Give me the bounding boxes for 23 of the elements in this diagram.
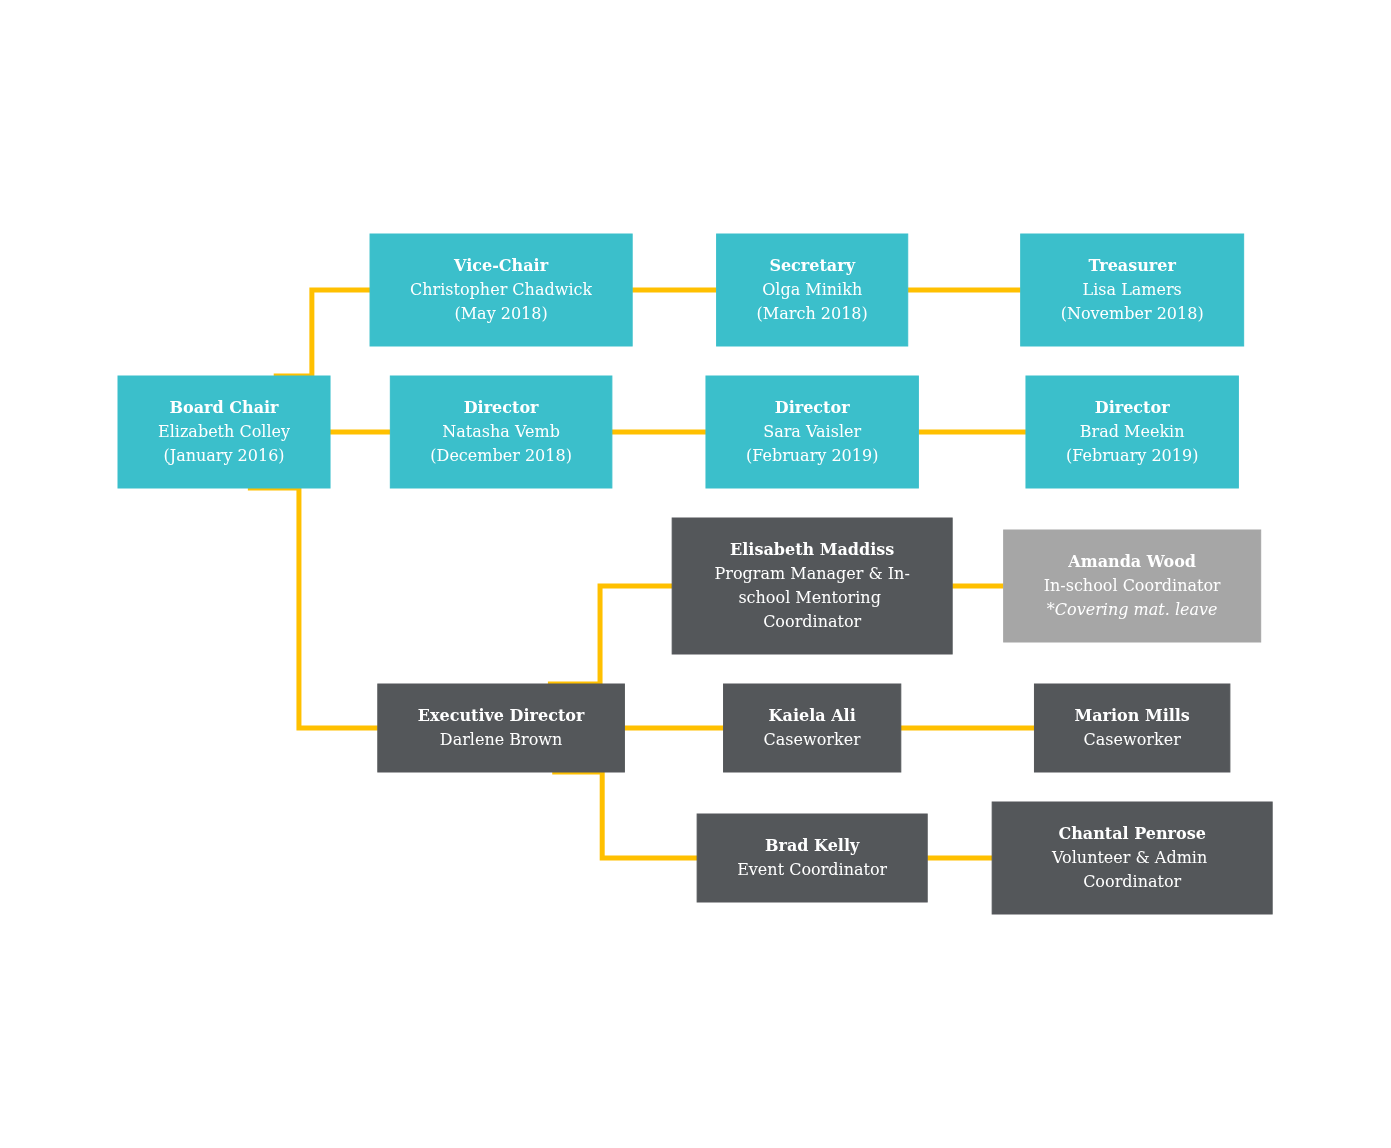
node-box: Director Sara Vaisler (February 2019) [705,375,920,489]
node-box: Board Chair Elizabeth Colley (January 2016) [117,375,331,489]
node-box: Chantal Penrose Volunteer & Admin Coordinator [992,801,1274,915]
node-box: Treasurer Lisa Lamers (November 2018) [1020,233,1245,347]
node-box: Secretary Olga Minikh (March 2018) [716,233,909,347]
connector [927,855,993,861]
node-box: Director Natasha Vemb (December 2018) [390,375,613,489]
connector [624,725,724,731]
connector [901,725,1035,731]
node-box: Marion Mills Caseworker [1034,683,1231,773]
node-box: Elisabeth Maddiss Program Manager & In-school Mentoring Coordinator [672,517,954,655]
node-box: Amanda Wood In-school Coordinator *Covering mat. leave [1003,529,1262,643]
connector [918,429,1027,435]
node-box: Kaiela Ali Caseworker [723,683,902,773]
node-box: Executive Director Darlene Brown [377,683,626,773]
connector [632,287,717,293]
node-box: Director Brad Meekin (February 2019) [1025,375,1240,489]
connector [952,583,1005,589]
connector [612,429,707,435]
node-box: Brad Kelly Event Coordinator [697,813,929,903]
connector [330,429,391,435]
node-box: Vice-Chair Christopher Chadwick (May 2018) [369,233,634,347]
connector [908,287,1022,293]
